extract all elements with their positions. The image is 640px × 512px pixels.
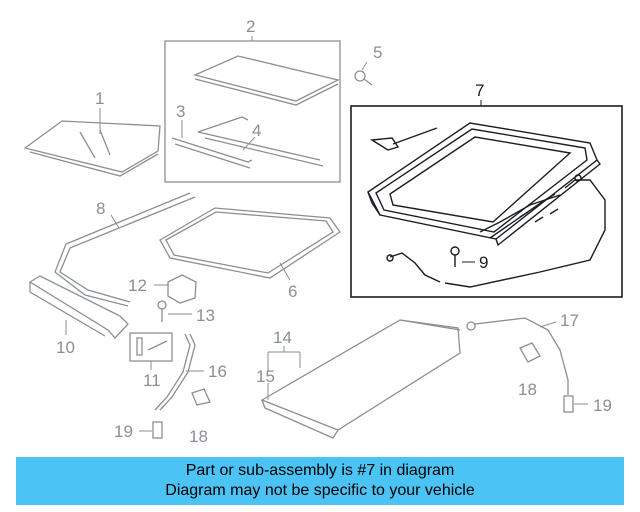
callout-8: 8: [96, 199, 105, 218]
parts-diagram: 1 2 3 4 5 7: [23, 17, 623, 446]
callout-18-right: 18: [518, 380, 537, 399]
banner-line-disclaimer: Diagram may not be specific to your vehi…: [165, 482, 475, 499]
callout-3: 3: [176, 102, 185, 121]
callout-1: 1: [95, 89, 104, 108]
connector-part-19-left: [139, 421, 163, 439]
callout-16: 16: [208, 362, 227, 381]
callout-6: 6: [288, 282, 297, 301]
sub-assembly-box-2: [164, 40, 341, 183]
callout-19-left: 19: [114, 422, 133, 441]
callout-4: 4: [252, 121, 261, 140]
clip-part-18-left: [191, 388, 211, 406]
fasteners-part-11: [136, 337, 168, 370]
sunshade-panel-part-2: [193, 55, 340, 106]
callout-15: 15: [256, 367, 275, 386]
seal-part-6: [159, 207, 341, 281]
screw-part-5: [354, 61, 373, 86]
fastener-box-part-11: [129, 332, 173, 362]
bolt-part-9: [450, 246, 475, 267]
callout-12: 12: [128, 276, 147, 295]
callout-13: 13: [196, 306, 215, 325]
callout-5: 5: [373, 43, 382, 62]
callout-19-right: 19: [593, 396, 612, 415]
highlight-box-part-7: [350, 105, 623, 298]
connector-part-19-right: [563, 395, 588, 413]
drain-hose-part-16: [154, 333, 204, 411]
callout-14: 14: [273, 328, 292, 347]
rail-part-4: [197, 116, 324, 167]
callout-9: 9: [479, 253, 488, 272]
callout-11: 11: [143, 371, 161, 390]
screw-part-13: [157, 300, 192, 322]
callout-2: 2: [246, 17, 255, 36]
weatherstrip-part-8: [54, 192, 196, 307]
trim-cover-part-14: [260, 319, 461, 439]
callout-18-left: 18: [189, 427, 208, 446]
clip-part-18-right: [519, 342, 541, 363]
motor-part-12: [154, 274, 197, 304]
deflector-part-10: [28, 275, 129, 339]
sunroof-frame-part-7: [367, 122, 606, 288]
glass-panel-part-1: [23, 120, 161, 177]
callout-10: 10: [56, 338, 75, 357]
callout-17: 17: [560, 311, 579, 330]
drain-hose-part-17: [466, 317, 569, 395]
callout-7: 7: [475, 81, 484, 100]
rail-part-3: [171, 120, 253, 169]
info-banner: Part or sub-assembly is #7 in diagram Di…: [16, 457, 624, 505]
banner-line-part-number: Part or sub-assembly is #7 in diagram: [185, 462, 455, 479]
